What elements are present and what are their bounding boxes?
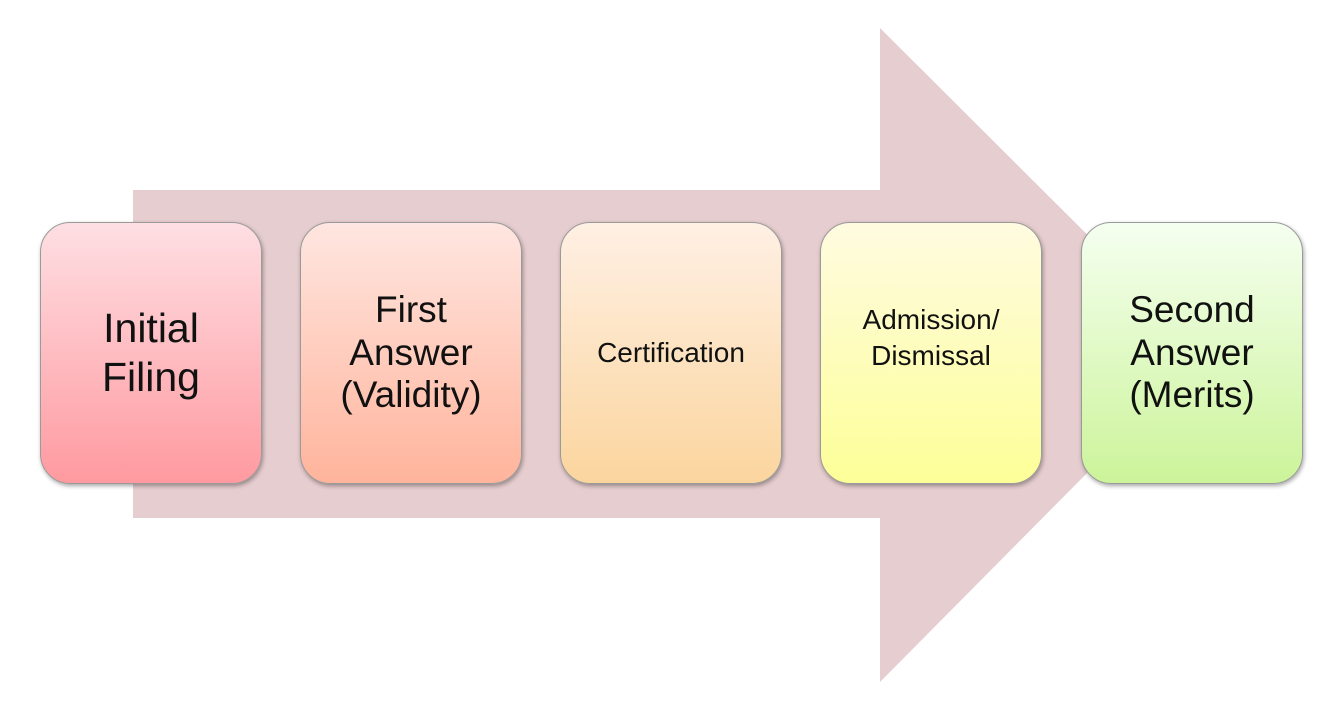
step-admission-dismissal: Admission/ Dismissal xyxy=(820,222,1042,484)
step-certification: Certification xyxy=(560,222,782,484)
step-initial-filing: Initial Filing xyxy=(40,222,262,484)
step-second-answer: Second Answer (Merits) xyxy=(1081,222,1303,484)
step-first-answer: First Answer (Validity) xyxy=(300,222,522,484)
